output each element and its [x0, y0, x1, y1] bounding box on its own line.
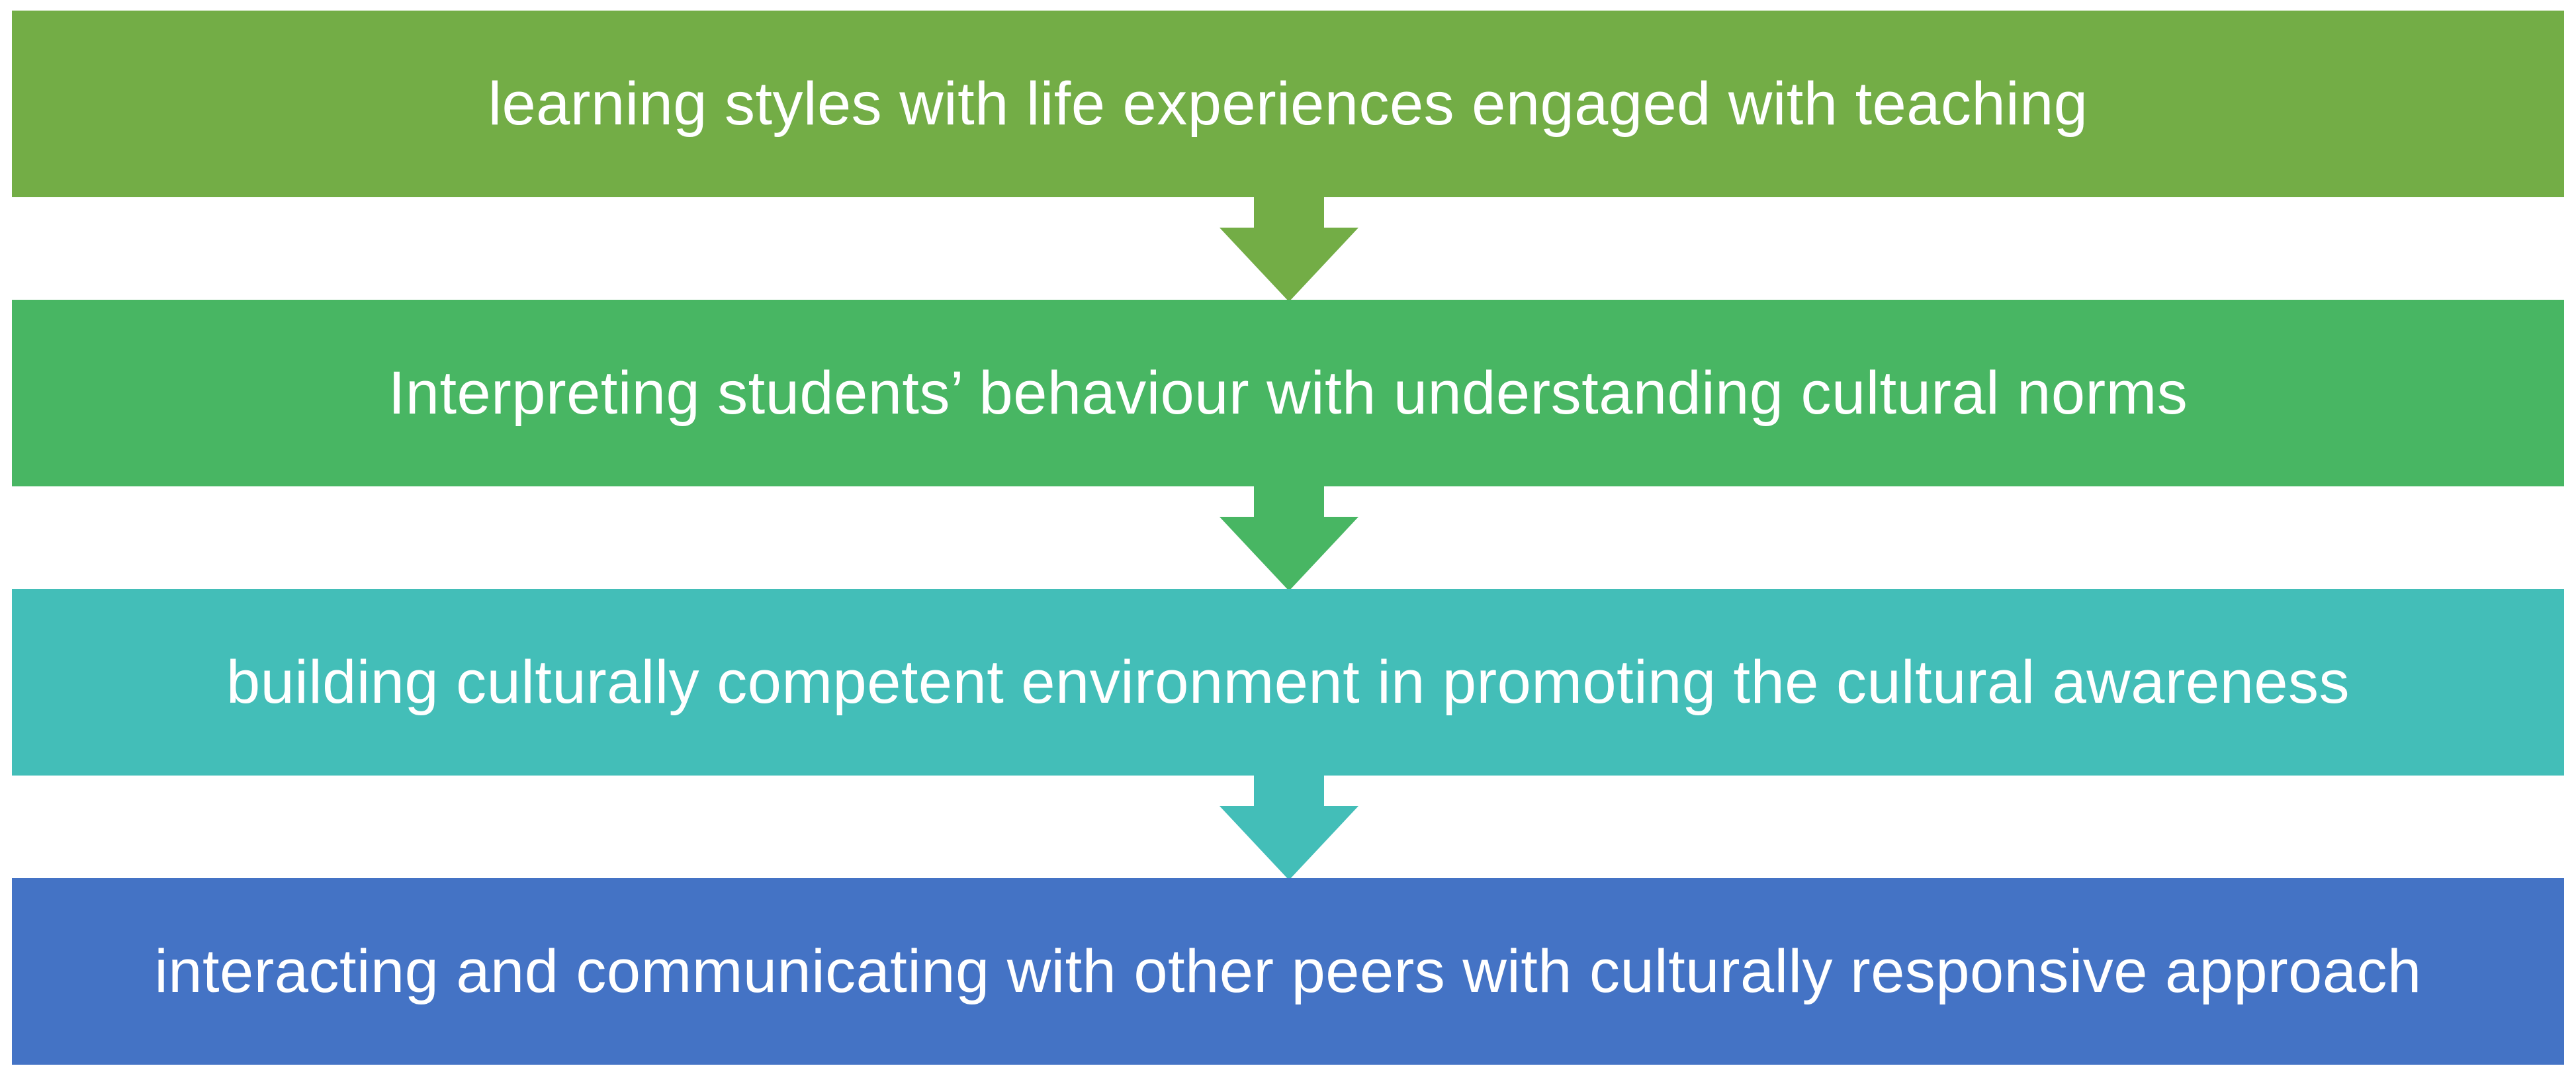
- step-box-1: learning styles with life experiences en…: [12, 11, 2564, 197]
- step-label-2: Interpreting students’ behaviour with un…: [388, 359, 2188, 427]
- arrow-down-icon: [1220, 196, 1358, 302]
- arrow-down-icon-shape: [1220, 196, 1358, 302]
- step-box-2: Interpreting students’ behaviour with un…: [12, 300, 2564, 486]
- arrow-down-icon: [1220, 485, 1358, 591]
- arrow-down-icon-shape: [1220, 774, 1358, 880]
- arrow-down-icon-shape: [1220, 485, 1358, 591]
- step-box-4: interacting and communicating with other…: [12, 878, 2564, 1065]
- arrow-down-icon: [1220, 774, 1358, 880]
- step-label-1: learning styles with life experiences en…: [488, 69, 2088, 138]
- step-label-3: building culturally competent environmen…: [226, 648, 2350, 716]
- step-box-3: building culturally competent environmen…: [12, 589, 2564, 776]
- step-label-4: interacting and communicating with other…: [154, 937, 2422, 1005]
